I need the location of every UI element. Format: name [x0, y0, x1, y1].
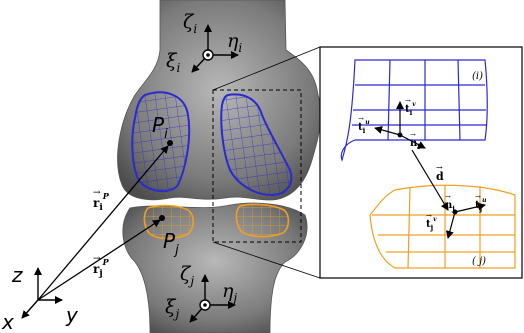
inset-point-i: [397, 132, 403, 138]
frame-origin-i-dot: [206, 53, 210, 57]
label-P-j: Pj: [163, 229, 179, 258]
label-r-i: → riP: [93, 188, 110, 213]
inset-point-j: [452, 209, 458, 215]
svg-text:ni: ni: [410, 138, 420, 151]
svg-text:tiv: tiv: [405, 101, 416, 117]
label-eta-j: ηj: [222, 280, 237, 305]
label-inset-i: (i): [472, 71, 483, 82]
svg-text:tiu: tiu: [358, 119, 370, 135]
inset-box: [319, 46, 523, 279]
svg-text:→: →: [93, 254, 101, 264]
svg-text:→: →: [405, 97, 411, 105]
svg-text:→: →: [475, 193, 481, 201]
label-inset-j: ( j): [472, 256, 486, 267]
label-n-i: → ni: [410, 131, 420, 151]
femoral-surface-left: [131, 91, 191, 193]
svg-text:tju: tju: [475, 197, 487, 213]
label-xi-i: ξi: [166, 50, 180, 75]
connector-top: [212, 46, 321, 91]
frame-origin-j-dot: [203, 303, 207, 307]
label-t-u-j: → tju: [475, 193, 487, 213]
label-t-u-i: → tiu: [358, 115, 370, 135]
label-n-j: → nj: [445, 193, 455, 213]
svg-text:d: d: [436, 170, 444, 183]
svg-text:riP: riP: [93, 191, 110, 213]
label-t-v-i: → tiv: [405, 97, 416, 117]
svg-text:rjP: rjP: [93, 257, 110, 279]
label-axis-z: z: [11, 263, 23, 287]
connector-bottom: [212, 241, 321, 279]
svg-text:→: →: [445, 193, 451, 201]
label-axis-x: x: [1, 310, 14, 333]
svg-text:→: →: [436, 163, 443, 172]
tibial-surface-right: [235, 203, 290, 238]
tibial-surface-left: [143, 204, 195, 240]
svg-text:→: →: [410, 131, 416, 139]
point-P-i: [167, 140, 173, 146]
point-P-j: [159, 215, 165, 221]
inset-surface-i: [340, 59, 488, 162]
svg-text:→: →: [426, 212, 432, 220]
label-xi-j: ξj: [165, 296, 179, 321]
label-d: → d: [436, 163, 444, 183]
position-vectors: [37, 145, 169, 301]
roi-dashed-box: [212, 89, 302, 243]
label-r-j: → rjP: [93, 254, 110, 279]
label-t-v-j: → tjv: [426, 212, 437, 232]
svg-text:tjv: tjv: [426, 216, 437, 232]
svg-text:→: →: [93, 188, 101, 198]
label-zeta-j: ζj: [180, 263, 194, 288]
label-eta-i: ηi: [227, 30, 242, 55]
label-axis-y: y: [65, 303, 79, 327]
femoral-surface-right: [220, 93, 293, 197]
svg-text:→: →: [358, 115, 364, 123]
label-P-i: Pi: [152, 113, 168, 142]
svg-text:nj: nj: [445, 200, 455, 213]
global-frame: [21, 267, 63, 319]
label-zeta-i: ζi: [183, 11, 197, 36]
inset-vectors: [374, 101, 486, 239]
